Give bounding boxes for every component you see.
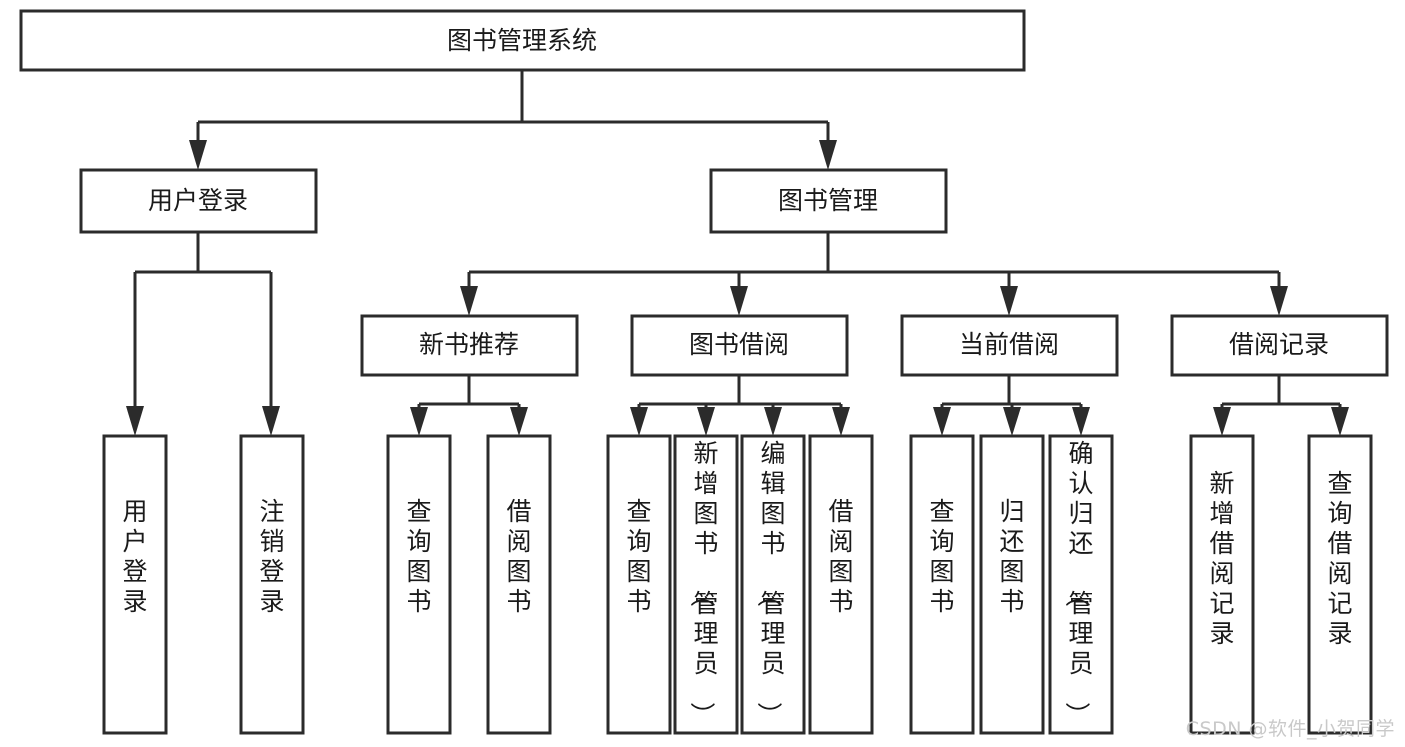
node-user-login[interactable]: 用户登录 [79,168,318,234]
leaf-query-record-box[interactable] [1307,434,1373,735]
arrow-bm-to-newbook-icon [460,286,478,316]
node-current-borrow-box[interactable] [900,314,1119,377]
arrow-borrow-leaf2-icon [697,407,715,436]
arrow-root-to-book-manage-icon [819,140,837,170]
leaf-add-book-label: 新增图书（管理员） [687,439,718,727]
leaf-edit-book-label: 编辑图书（管理员） [754,439,785,727]
leaf-edit-book[interactable]: 编辑图书（管理员） [740,434,806,735]
node-current-borrow-label: 当前借阅 [959,330,1059,359]
leaf-query-record-label: 查询借阅记录 [1327,469,1352,648]
arrow-bm-to-record-icon [1270,286,1288,316]
leaf-query-book-2-label: 查询图书 [626,497,651,616]
leaf-user-login[interactable]: 用户登录 [102,434,168,735]
leaf-query-book-1-label: 查询图书 [406,497,431,616]
node-book-manage-label: 图书管理 [778,186,878,215]
leaf-add-record-label: 新增借阅记录 [1209,469,1234,648]
watermark-text: CSDN @软件_小贺同学 [1185,718,1395,740]
connector-group-user-login [126,232,280,436]
leaf-return-book-box[interactable] [979,434,1045,735]
arrow-borrow-leaf4-icon [832,407,850,436]
node-user-login-label: 用户登录 [148,186,248,215]
leaf-borrow-book-2-label: 借阅图书 [828,497,853,616]
arrow-record-leaf1-icon [1213,407,1231,436]
arrow-current-leaf2-icon [1003,407,1021,436]
node-borrow-record-label: 借阅记录 [1229,330,1329,359]
arrow-bm-to-borrow-icon [730,286,748,316]
node-borrow-record[interactable]: 借阅记录 [1170,314,1389,377]
arrow-root-to-user-login-icon [189,140,207,170]
node-current-borrow[interactable]: 当前借阅 [900,314,1119,377]
node-new-book-recommend-box[interactable] [360,314,579,377]
arrow-record-leaf2-icon [1331,407,1349,436]
leaf-user-login-box[interactable] [102,434,168,735]
node-user-login-box[interactable] [79,168,318,234]
arrow-user-login-leaf2-icon [262,406,280,436]
node-book-borrow-box[interactable] [630,314,849,377]
node-root-box[interactable] [19,9,1026,72]
leaf-return-book-label: 归还图书 [999,497,1024,616]
leaf-add-book[interactable]: 新增图书（管理员） [673,434,739,735]
leaf-edit-book-box[interactable] [740,434,806,735]
connector-group-borrow-record [1213,375,1349,436]
leaf-query-book-2-box[interactable] [606,434,672,735]
leaf-query-record[interactable]: 查询借阅记录 [1307,434,1373,735]
leaf-query-book-1[interactable]: 查询图书 [386,434,452,735]
leaf-confirm-return-label: 确认归还（管理员） [1062,439,1093,727]
node-root-label: 图书管理系统 [447,26,597,55]
arrow-newbook-leaf1-icon [410,407,428,436]
leaf-user-logout[interactable]: 注销登录 [239,434,305,735]
arrow-borrow-leaf1-icon [630,407,648,436]
connector-group-book-borrow [630,375,850,436]
connector-group-root [189,70,837,170]
leaf-add-book-box[interactable] [673,434,739,735]
arrow-current-leaf3-icon [1072,407,1090,436]
leaf-add-record[interactable]: 新增借阅记录 [1189,434,1255,735]
arrow-current-leaf1-icon [933,407,951,436]
leaf-borrow-book-1[interactable]: 借阅图书 [486,434,552,735]
leaf-user-logout-box[interactable] [239,434,305,735]
node-book-borrow[interactable]: 图书借阅 [630,314,849,377]
node-book-borrow-label: 图书借阅 [689,330,789,359]
leaf-borrow-book-1-box[interactable] [486,434,552,735]
leaf-confirm-return[interactable]: 确认归还（管理员） [1048,434,1114,735]
leaf-add-record-box[interactable] [1189,434,1255,735]
arrow-bm-to-current-icon [1000,286,1018,316]
node-book-manage[interactable]: 图书管理 [709,168,948,234]
arrow-borrow-leaf3-icon [764,407,782,436]
leaf-query-book-3-label: 查询图书 [929,497,954,616]
leaf-query-book-3-box[interactable] [909,434,975,735]
arrow-user-login-leaf1-icon [126,406,144,436]
connector-group-book-manage [460,232,1288,316]
connector-group-current-borrow [933,375,1090,436]
node-root[interactable]: 图书管理系统 [19,9,1026,72]
leaf-borrow-book-2-box[interactable] [808,434,874,735]
node-book-manage-box[interactable] [709,168,948,234]
leaf-query-book-3[interactable]: 查询图书 [909,434,975,735]
leaf-borrow-book-2[interactable]: 借阅图书 [808,434,874,735]
node-borrow-record-box[interactable] [1170,314,1389,377]
leaf-query-book-2[interactable]: 查询图书 [606,434,672,735]
leaf-return-book[interactable]: 归还图书 [979,434,1045,735]
leaf-confirm-return-box[interactable] [1048,434,1114,735]
node-new-book-recommend-label: 新书推荐 [419,330,519,359]
leaf-borrow-book-1-label: 借阅图书 [506,497,531,616]
node-new-book-recommend[interactable]: 新书推荐 [360,314,579,377]
leaf-query-book-1-box[interactable] [386,434,452,735]
leaf-user-login-label: 用户登录 [122,497,147,616]
arrow-newbook-leaf2-icon [510,407,528,436]
leaf-user-logout-label: 注销登录 [259,497,284,616]
connector-group-new-book-recommend [410,375,528,436]
